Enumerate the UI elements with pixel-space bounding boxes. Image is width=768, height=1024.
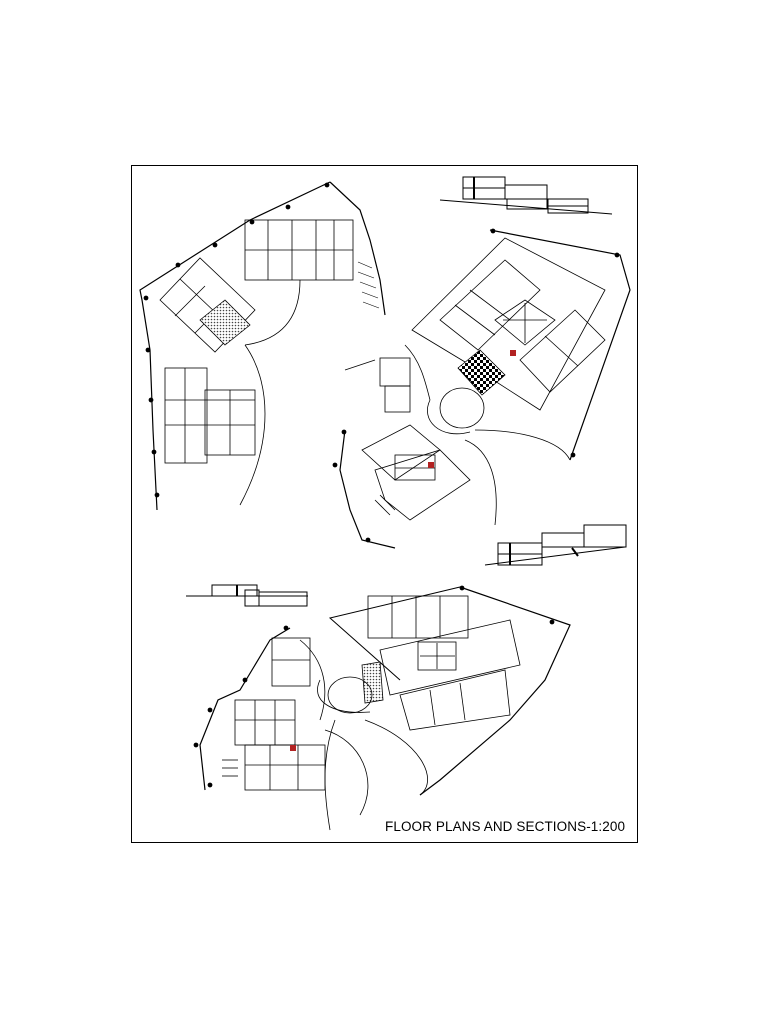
lower-floor-plan <box>193 585 571 831</box>
sheet-title: FLOOR PLANS AND SECTIONS-1:200 <box>385 819 626 834</box>
section-upper <box>439 176 613 215</box>
upper-right-floor-plan <box>404 228 631 526</box>
middle-floor-plan <box>332 357 471 549</box>
section-lower-left <box>186 584 308 607</box>
section-middle-right <box>484 524 627 566</box>
upper-left-floor-plan <box>139 181 386 511</box>
drawing-sheet-border <box>131 165 638 843</box>
